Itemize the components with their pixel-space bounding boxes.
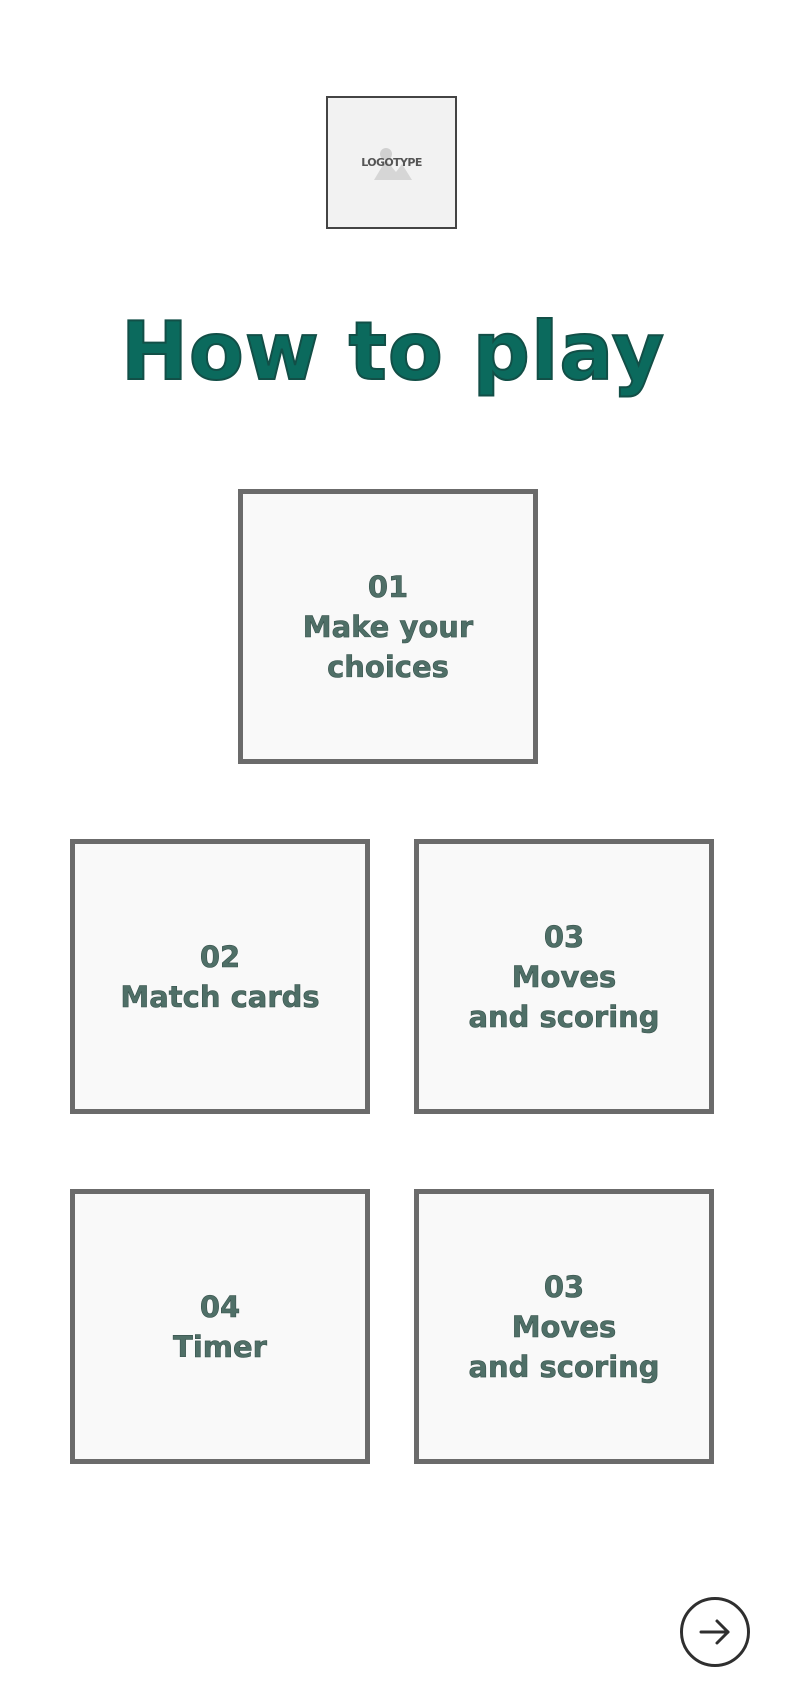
next-button[interactable] bbox=[680, 1597, 750, 1667]
step-number: 04 bbox=[199, 1289, 241, 1324]
step-card-moves-scoring[interactable]: 03 Moves and scoring bbox=[414, 839, 714, 1114]
step-label-line2: and scoring bbox=[468, 1349, 660, 1384]
page-title: How to play bbox=[120, 305, 666, 398]
step-label-line2: choices bbox=[327, 649, 449, 684]
step-label-line2: and scoring bbox=[468, 999, 660, 1034]
step-number: 02 bbox=[199, 939, 241, 974]
step-card-moves-scoring-2[interactable]: 03 Moves and scoring bbox=[414, 1189, 714, 1464]
step-number: 03 bbox=[543, 919, 585, 954]
step-label-line1: Moves bbox=[511, 1309, 617, 1344]
step-card-match-cards[interactable]: 02 Match cards bbox=[70, 839, 370, 1114]
arrow-right-icon bbox=[699, 1619, 730, 1645]
image-placeholder-icon bbox=[373, 147, 412, 180]
step-number: 01 bbox=[367, 569, 409, 604]
step-label-line1: Match cards bbox=[120, 979, 320, 1014]
step-label-line1: Moves bbox=[511, 959, 617, 994]
step-card-timer[interactable]: 04 Timer bbox=[70, 1189, 370, 1464]
step-card-make-choices[interactable]: 01 Make your choices bbox=[238, 489, 538, 764]
logo: LOGOTYPE bbox=[326, 96, 457, 229]
step-label-line1: Make your bbox=[302, 609, 474, 644]
logo-text: LOGOTYPE bbox=[361, 156, 422, 169]
step-label-line1: Timer bbox=[173, 1329, 268, 1364]
step-number: 03 bbox=[543, 1269, 585, 1304]
